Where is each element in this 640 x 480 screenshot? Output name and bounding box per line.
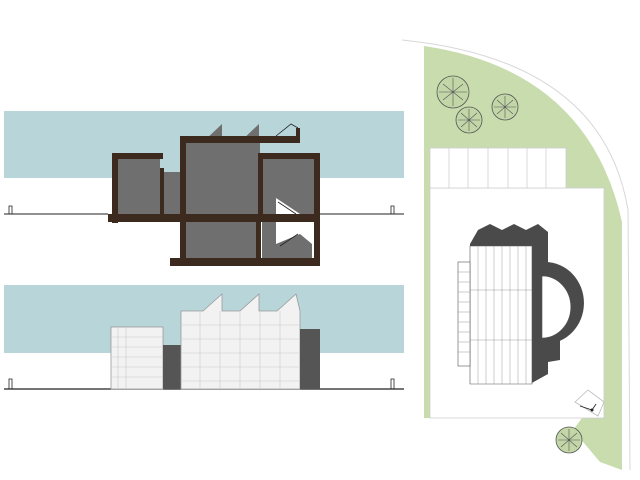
building-section <box>4 111 404 266</box>
section-interior <box>118 142 314 258</box>
site-terrace <box>429 147 567 189</box>
elevation-right-volume <box>300 329 320 389</box>
elevation-main-volume-lines <box>181 311 300 389</box>
site-path <box>574 389 605 417</box>
elevation-left-volume <box>110 326 164 390</box>
tree-symbol <box>555 426 583 454</box>
site-building-roof <box>457 224 584 385</box>
elevation-link-volume <box>163 345 181 389</box>
site-trees <box>436 75 583 454</box>
section-ground-marker-right <box>390 205 395 214</box>
elevation-right-volume-cap <box>300 329 320 332</box>
section-cut-structure <box>108 128 320 266</box>
site-plan <box>401 39 631 471</box>
section-ground-marker-left <box>8 205 13 214</box>
site-boundary-arc <box>401 39 631 471</box>
tree-symbol <box>455 106 483 134</box>
tree-symbol <box>491 93 519 121</box>
elevation-ground-marker-left <box>8 378 13 389</box>
elevation-ground-marker-right <box>390 378 395 389</box>
elevation-left-volume-lines <box>111 327 163 389</box>
section-stair <box>277 201 299 247</box>
tree-symbol <box>436 75 470 109</box>
building-elevation <box>4 285 404 390</box>
